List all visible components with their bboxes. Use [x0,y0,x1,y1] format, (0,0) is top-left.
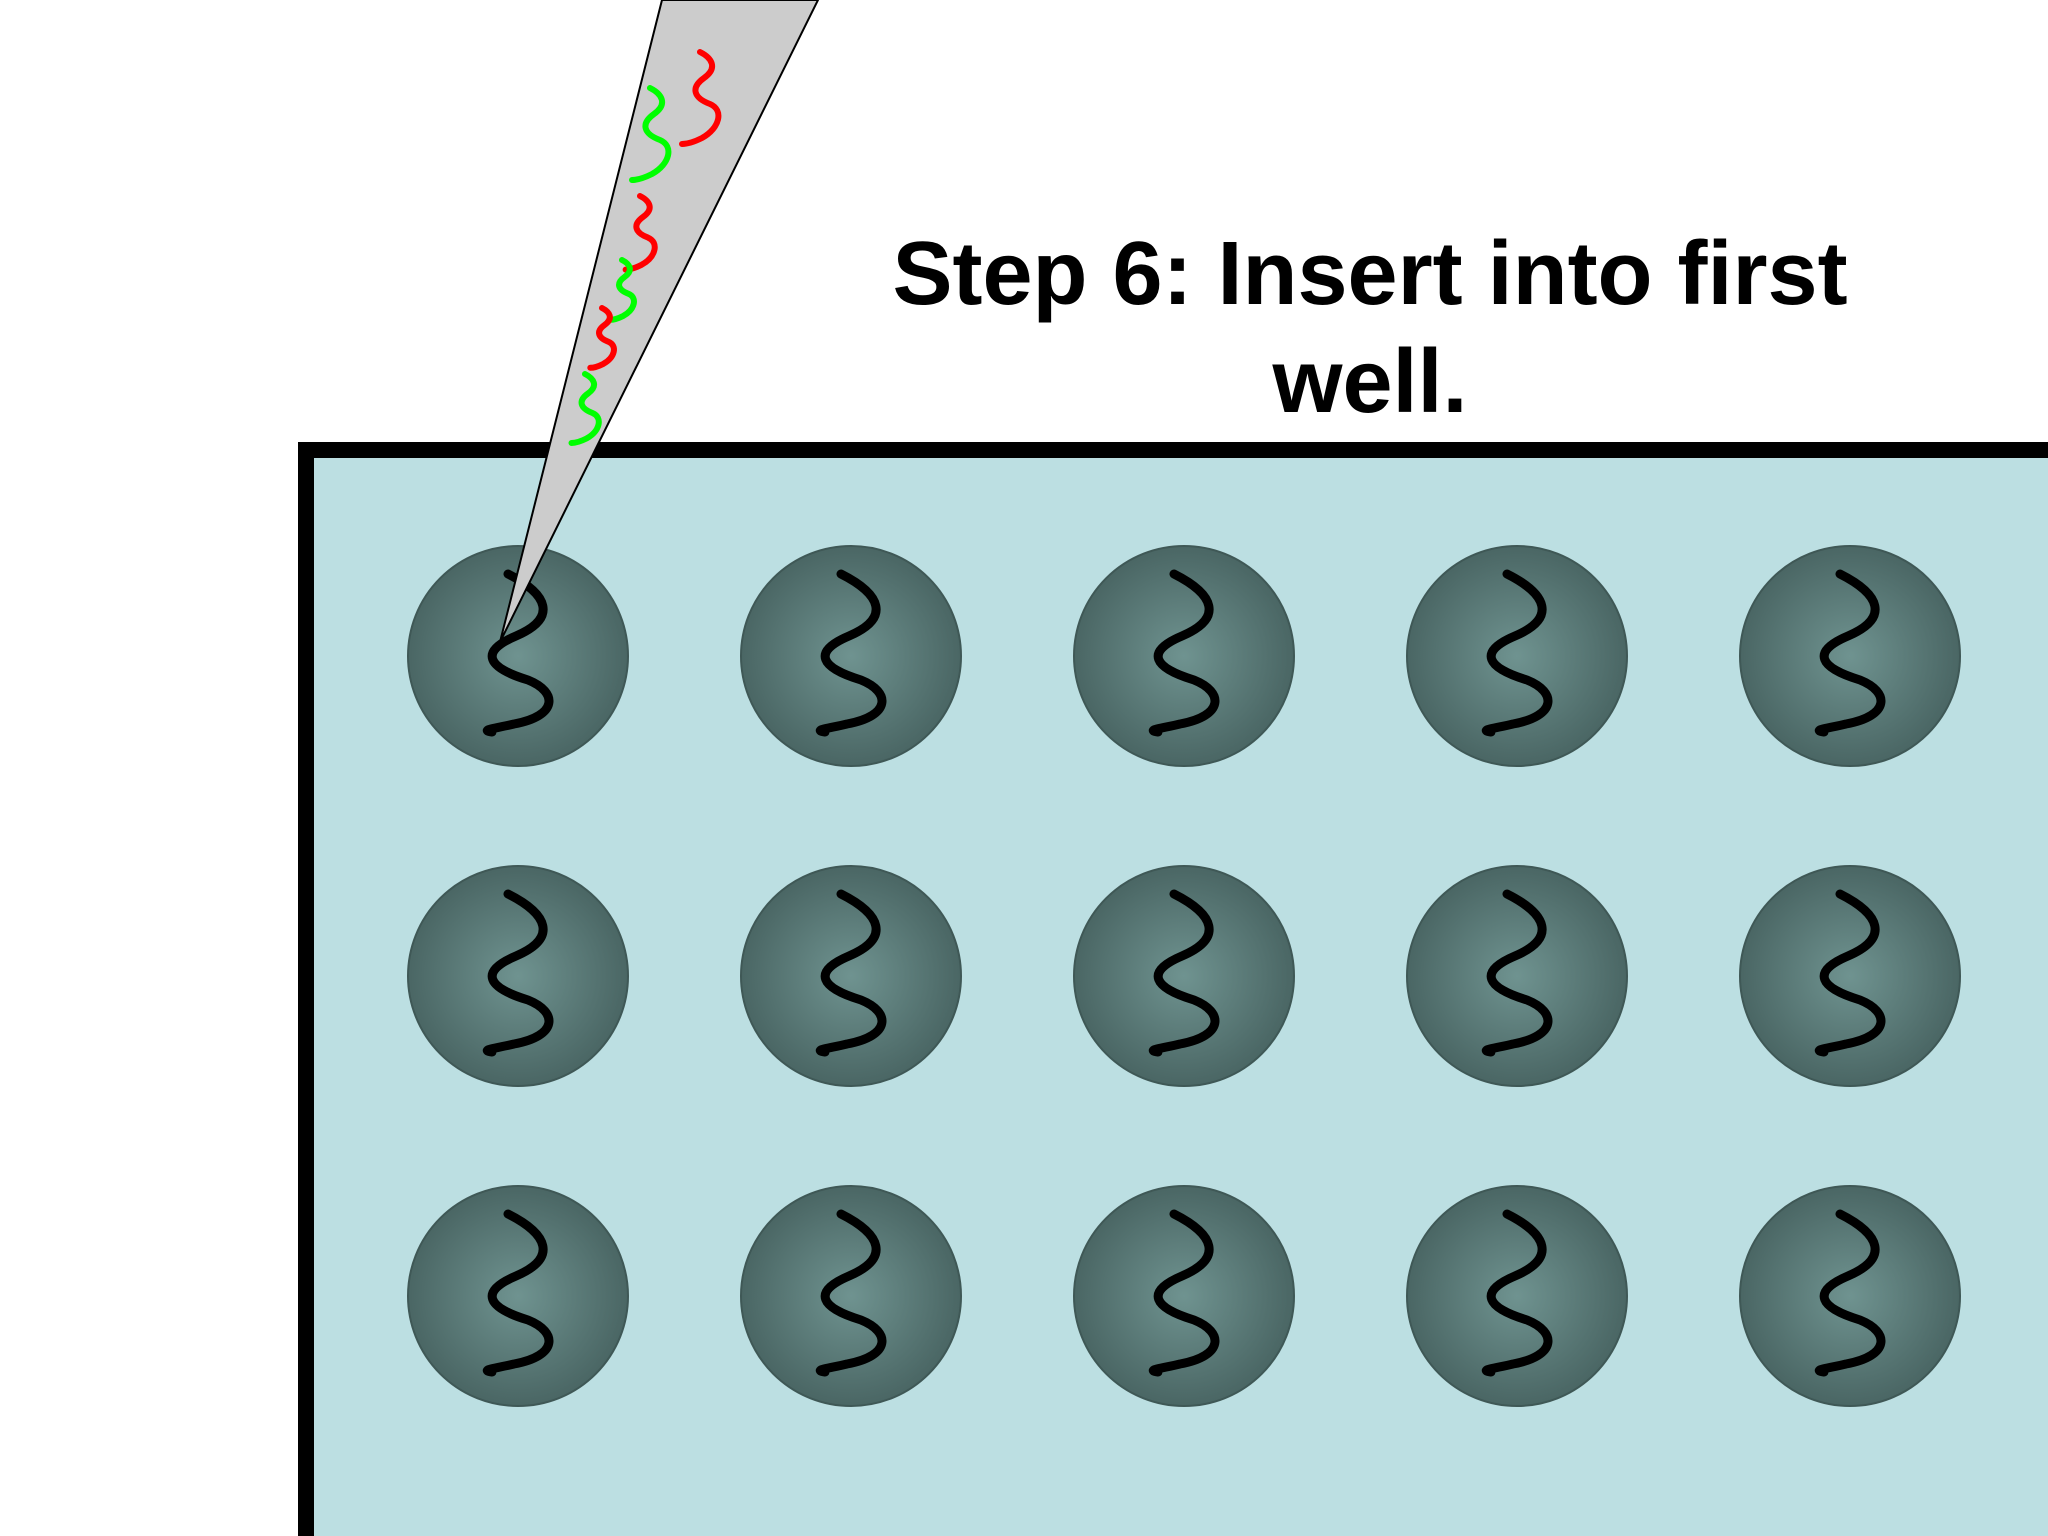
pipette-dna-fragment [587,305,617,371]
well-r1-c2 [740,545,962,767]
well-r1-c3 [1073,545,1295,767]
dna-strand [1814,1209,1886,1377]
well-r2-c4 [1406,865,1628,1087]
dna-strand [1481,569,1553,737]
dna-strand [1148,569,1220,737]
well-r1-c1 [407,545,629,767]
dna-strand [482,889,554,1057]
well-r1-c5 [1739,545,1961,767]
dna-strand [815,1209,887,1377]
pipette-dna-fragment [607,257,637,323]
pipette-dna-fragment [629,85,672,183]
pipette [499,0,820,643]
pipette-dna-fragment [568,371,602,446]
well-r2-c3 [1073,865,1295,1087]
dna-strand [815,889,887,1057]
dna-strand [1814,569,1886,737]
well-grid [407,545,1961,1407]
dna-strand [1148,1209,1220,1377]
dna-strand [1481,1209,1553,1377]
well-r3-c3 [1073,1185,1295,1407]
well-r3-c2 [740,1185,962,1407]
well-r2-c2 [740,865,962,1087]
dna-strand [815,569,887,737]
well-r3-c4 [1406,1185,1628,1407]
well-r2-c5 [1739,865,1961,1087]
pipette-dna-fragment [679,49,722,147]
well-r3-c1 [407,1185,629,1407]
dna-strand [1481,889,1553,1057]
pipette-dna-fragment [622,193,658,273]
dna-strand [482,1209,554,1377]
dna-strand [1814,889,1886,1057]
well-r1-c4 [1406,545,1628,767]
pipette-tip [499,0,820,643]
step-title: Step 6: Insert into first well. [892,224,1848,432]
dna-strand [1148,889,1220,1057]
well-r3-c5 [1739,1185,1961,1407]
well-r2-c1 [407,865,629,1087]
dna-strand [482,569,554,737]
